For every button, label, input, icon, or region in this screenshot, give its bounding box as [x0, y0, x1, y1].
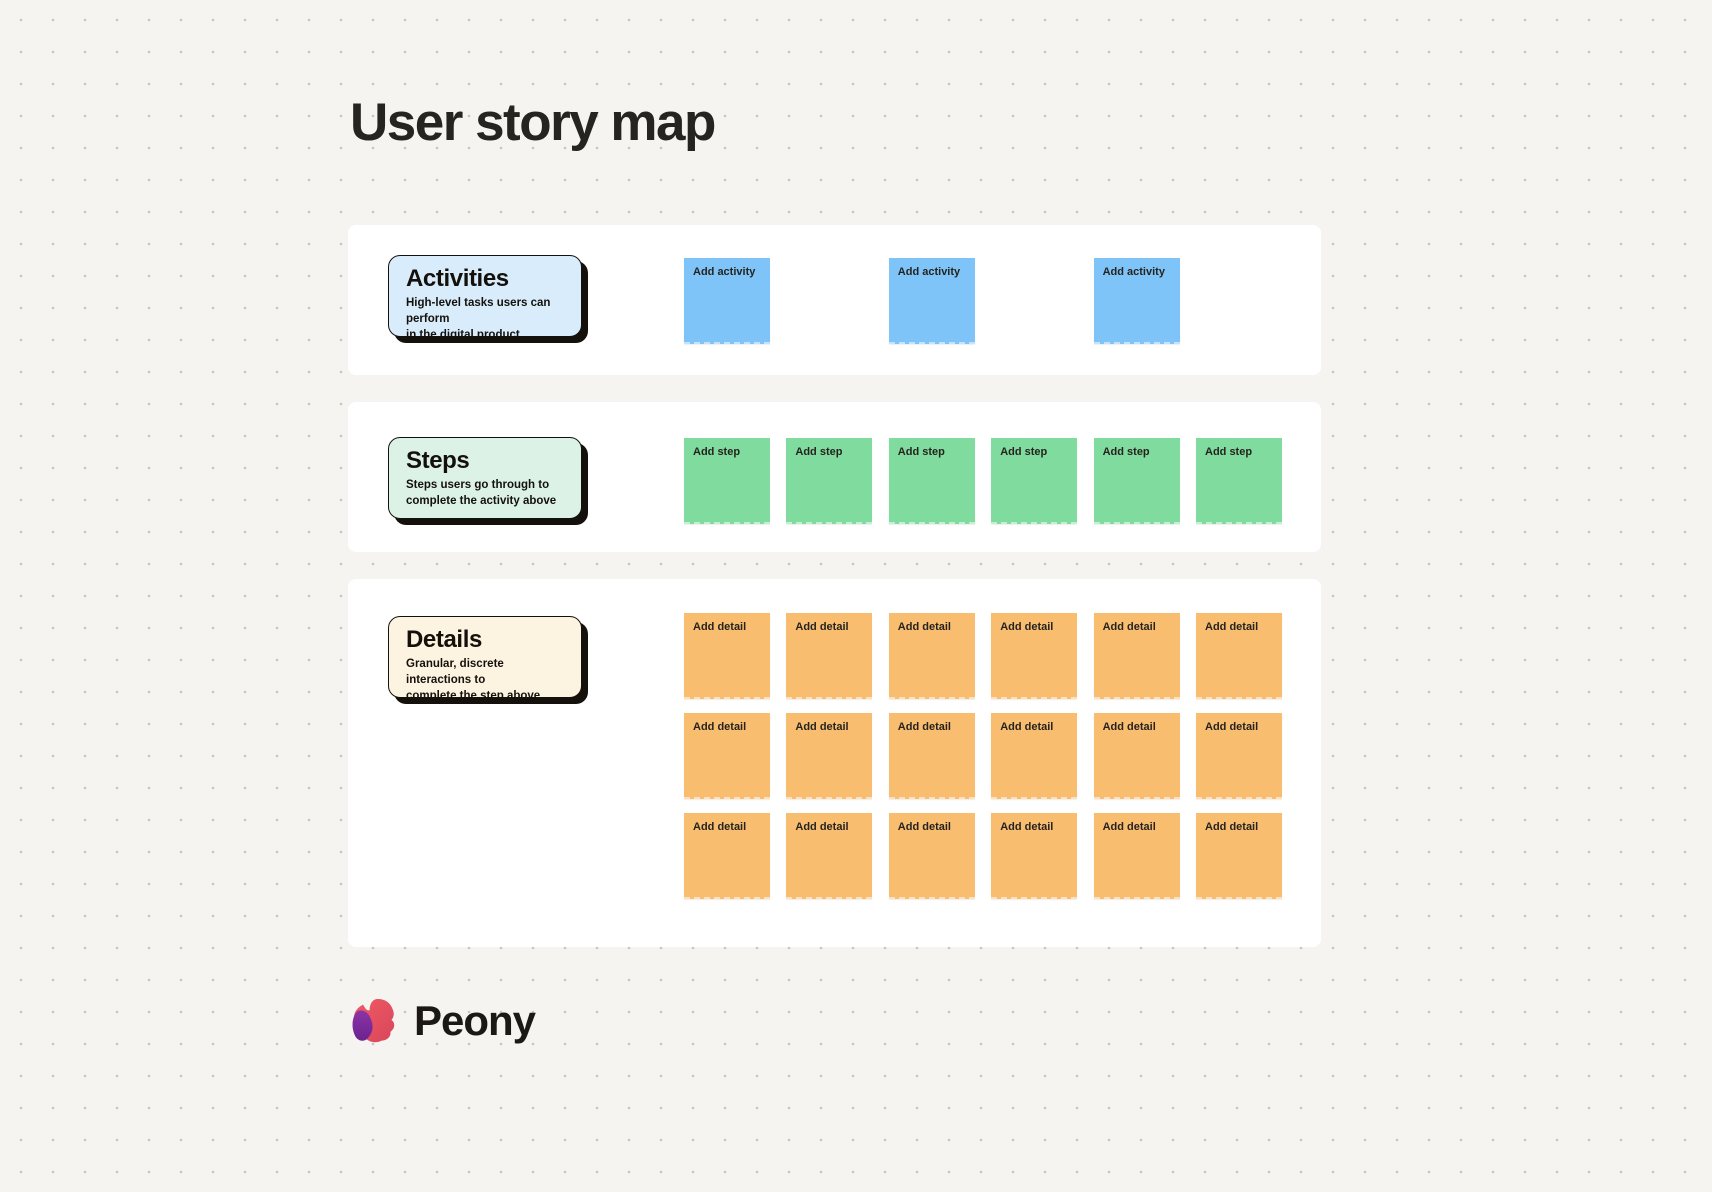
sticky-note-add-step[interactable]: Add step [1196, 438, 1282, 524]
lane-steps: Steps Steps users go through to complete… [348, 402, 1321, 552]
sticky-note-add-detail[interactable]: Add detail [991, 613, 1078, 699]
sticky-note-add-detail[interactable]: Add detail [888, 813, 975, 899]
sticky-note-add-step[interactable]: Add step [684, 438, 770, 524]
legend-card-title: Activities [406, 265, 509, 292]
sticky-note-add-step[interactable]: Add step [786, 438, 873, 524]
sticky-note-add-step[interactable]: Add step [991, 438, 1078, 524]
sticky-note-add-detail[interactable]: Add detail [684, 813, 770, 899]
legend-card-details[interactable]: Details Granular, discrete interactions … [388, 616, 582, 698]
legend-card-description-line2: complete the step above [406, 690, 541, 698]
legend-card-activities[interactable]: Activities High-level tasks users can pe… [388, 255, 582, 337]
lane-details: Details Granular, discrete interactions … [348, 579, 1321, 947]
page-title: User story map [350, 93, 716, 152]
brand-name: Peony [414, 997, 536, 1044]
sticky-note-add-detail[interactable]: Add detail [1093, 613, 1180, 699]
sticky-note-add-detail[interactable]: Add detail [991, 713, 1078, 799]
lane-activities: Activities High-level tasks users can pe… [348, 225, 1321, 375]
brand-lockup: Peony [350, 996, 536, 1046]
sticky-note-add-detail[interactable]: Add detail [1196, 713, 1282, 799]
legend-card-description-line1: High-level tasks users can perform [406, 297, 551, 325]
sticky-note-add-detail[interactable]: Add detail [991, 813, 1078, 899]
peony-flower-icon [352, 999, 395, 1043]
sticky-note-add-detail[interactable]: Add detail [786, 613, 873, 699]
legend-card-description-line1: Steps users go through to [406, 479, 550, 491]
legend-card-description-line2: in the digital product [406, 329, 520, 337]
legend-card-steps[interactable]: Steps Steps users go through to complete… [388, 437, 582, 519]
sticky-note-add-step[interactable]: Add step [888, 438, 975, 524]
sticky-note-add-detail[interactable]: Add detail [786, 713, 873, 799]
sticky-note-add-detail[interactable]: Add detail [684, 613, 770, 699]
legend-card-title: Details [406, 626, 482, 653]
legend-card-title: Steps [406, 447, 470, 474]
sticky-note-add-detail[interactable]: Add detail [888, 613, 975, 699]
sticky-note-add-detail[interactable]: Add detail [1093, 713, 1180, 799]
sticky-note-add-detail[interactable]: Add detail [1093, 813, 1180, 899]
sticky-note-add-detail[interactable]: Add detail [786, 813, 873, 899]
sticky-note-add-activity[interactable]: Add activity [684, 258, 770, 344]
sticky-note-add-activity[interactable]: Add activity [1093, 258, 1180, 344]
legend-card-description-line2: complete the activity above [406, 495, 557, 507]
sticky-note-add-detail[interactable]: Add detail [1196, 813, 1282, 899]
sticky-note-add-detail[interactable]: Add detail [888, 713, 975, 799]
sticky-note-add-detail[interactable]: Add detail [1196, 613, 1282, 699]
sticky-note-add-detail[interactable]: Add detail [684, 713, 770, 799]
sticky-note-add-step[interactable]: Add step [1093, 438, 1180, 524]
sticky-note-add-activity[interactable]: Add activity [888, 258, 975, 344]
legend-card-description-line1: Granular, discrete interactions to [406, 658, 504, 686]
